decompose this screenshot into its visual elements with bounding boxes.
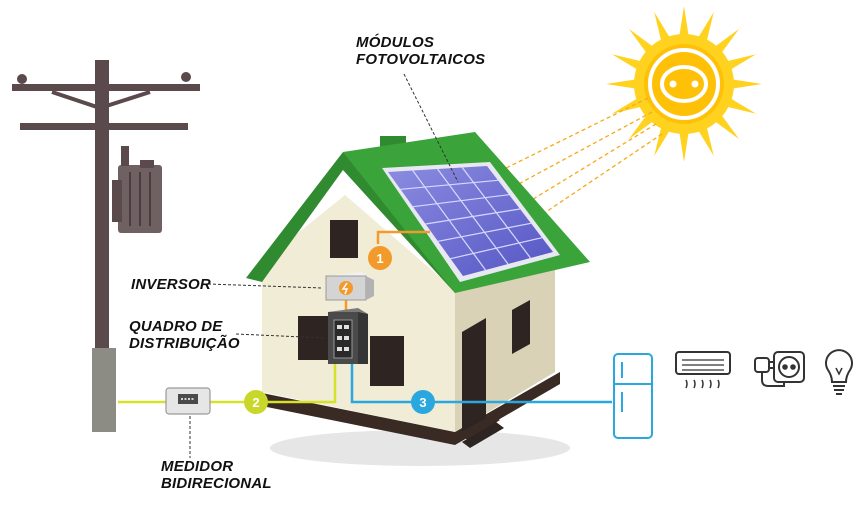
air-conditioner-icon [675,351,731,389]
inverter-label-text: INVERSOR [131,276,211,293]
solar-modules-label-line1: MÓDULOS [356,34,435,51]
inverter-icon [325,272,374,301]
sun-ray [628,112,656,140]
meter-label-line1: MEDIDOR [161,458,234,475]
svg-text:3: 3 [419,395,426,410]
sun-ray [628,28,656,56]
sun-ray [712,28,740,56]
label-leaders [189,73,459,458]
solar-panel [382,162,560,282]
inverter-label: INVERSOR [131,276,211,293]
sun-ray [724,96,757,114]
utility-pole [12,60,200,432]
sun-ray [712,112,740,140]
distribution-panel-label: QUADRO DE DISTRIBUIÇÃO [129,318,240,352]
sun-ray [606,79,639,89]
sun-ray [696,11,714,44]
step-badge-1: 1 [368,246,392,270]
sun-ray [654,124,672,157]
sun-ray [679,6,689,39]
meter-label-line2: BIDIRECIONAL [161,475,272,492]
solar-modules-label: MÓDULOS FOTOVOLTAICOS [356,34,485,68]
transformer-icon [112,146,162,233]
sun-ray [724,54,757,72]
sun-ray [729,79,762,89]
distribution-panel-label-line2: DISTRIBUIÇÃO [129,335,240,352]
distribution-panel-label-line1: QUADRO DE [129,318,223,335]
distribution-panel-icon [328,308,368,364]
meter-label: MEDIDOR BIDIRECIONAL [161,458,272,492]
sun-ray [696,124,714,157]
sun-ray [611,96,644,114]
step-badge-3: 3 [411,390,435,414]
sun-ray [654,11,672,44]
refrigerator-icon [613,353,653,439]
sun-icon [606,6,762,162]
svg-text:2: 2 [252,395,259,410]
svg-text:1: 1 [376,251,383,266]
sun-ray [611,54,644,72]
sun-ray [679,129,689,162]
solar-modules-label-line2: FOTOVOLTAICOS [356,51,486,68]
light-bulb-icon [825,349,853,395]
step-badge-2: 2 [244,390,268,414]
bidirectional-meter-icon [165,387,211,415]
plug-socket-icon [754,351,805,387]
